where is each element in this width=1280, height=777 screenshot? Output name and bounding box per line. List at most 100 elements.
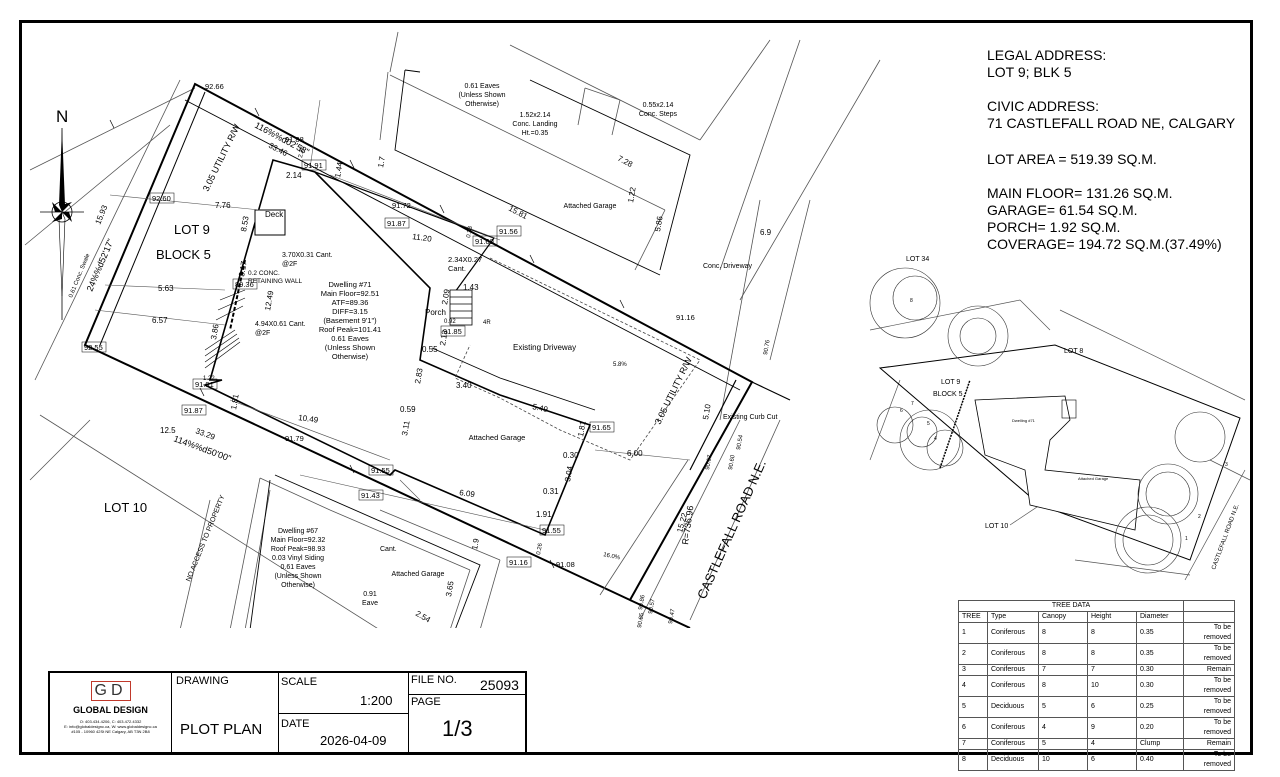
svg-text:DIFF=3.15: DIFF=3.15 (332, 307, 368, 316)
svg-text:ATF=89.36: ATF=89.36 (332, 298, 369, 307)
svg-text:91.43: 91.43 (361, 491, 380, 500)
svg-text:6: 6 (900, 408, 903, 414)
north-label: N (56, 107, 68, 126)
scale-value: 1:200 (360, 693, 393, 708)
keymap-lot8: LOT 8 (1064, 348, 1083, 355)
svg-text:0.61 Eaves: 0.61 Eaves (464, 83, 500, 90)
svg-text:15.81: 15.81 (507, 204, 529, 222)
svg-text:3: 3 (1225, 462, 1228, 468)
svg-text:91.79: 91.79 (285, 434, 304, 443)
svg-text:90.47: 90.47 (668, 608, 677, 624)
file-value: 25093 (480, 677, 519, 693)
svg-text:Conc. Landing: Conc. Landing (512, 121, 557, 128)
key-map (869, 267, 1251, 581)
page-value: 1/3 (442, 716, 473, 741)
svg-text:1.81: 1.81 (229, 393, 241, 410)
svg-text:Cant.: Cant. (448, 264, 466, 273)
svg-text:10.49: 10.49 (298, 413, 320, 425)
date-value: 2026-04-09 (320, 733, 387, 748)
svg-text:90.85: 90.85 (637, 612, 646, 628)
svg-text:(Unless Shown: (Unless Shown (458, 92, 505, 99)
deck-label: Deck (265, 210, 284, 219)
svg-text:0.55x2.14: 0.55x2.14 (643, 102, 674, 109)
road-elevation-texts: 90.67 90.76 90.86 90.85 90.57 90.47 90.5… (203, 145, 772, 628)
neighbour-garage-outline (249, 69, 691, 628)
svg-text:90.57: 90.57 (648, 598, 657, 614)
svg-text:(Basement 9'1"): (Basement 9'1") (323, 316, 377, 325)
svg-text:2.15: 2.15 (298, 145, 306, 158)
svg-text:0.55: 0.55 (422, 345, 438, 354)
drawing-value: PLOT PLAN (180, 721, 263, 738)
elevation-texts: 92.66 92.60 92.55 91.91 91.88 91.87 91.7… (81, 82, 695, 569)
garage-bottom-label: Attached Garage (392, 571, 445, 578)
svg-text:0.59: 0.59 (400, 405, 416, 414)
svg-text:(Unless Shown: (Unless Shown (274, 573, 321, 580)
svg-text:92.55: 92.55 (84, 343, 103, 352)
svg-text:Attached Garage: Attached Garage (469, 433, 526, 442)
conc-swale-label: 0.61 Conc. Swale (68, 252, 91, 298)
svg-text:2.14: 2.14 (286, 171, 302, 180)
svg-text:0.30: 0.30 (563, 451, 579, 460)
svg-text:5.10: 5.10 (701, 403, 713, 420)
svg-text:0.26: 0.26 (536, 542, 544, 555)
company-logo: GD GLOBAL DESIGN O: 403.434.4206, C: 403… (50, 681, 171, 734)
bearing-bottom-label: 114%%d50'00" (172, 433, 232, 463)
svg-text:2.13: 2.13 (438, 329, 450, 346)
svg-text:4: 4 (934, 436, 937, 442)
title-block: GD GLOBAL DESIGN O: 403.434.4206, C: 403… (48, 671, 527, 754)
utility-rw-right-label: 3.05 UTILITY R/W (653, 355, 694, 426)
lot9-label: LOT 9 (174, 222, 210, 237)
dimension-lines (94, 99, 691, 531)
svg-text:8: 8 (910, 298, 913, 304)
svg-text:91.55: 91.55 (371, 466, 390, 475)
svg-text:90.76: 90.76 (763, 339, 772, 355)
tree-data-table: TREE DATA TREE Type Canopy Height Diamet… (958, 600, 1235, 771)
svg-text:Attached Garage: Attached Garage (564, 203, 617, 210)
svg-text:91.72: 91.72 (392, 201, 411, 210)
boundary-tick-marks (109, 107, 625, 569)
keymap-lot9: LOT 9 (941, 379, 960, 386)
eaves-top-notes: 0.61 Eaves (Unless Shown Otherwise) (458, 83, 505, 108)
svg-text:5: 5 (927, 421, 930, 427)
svg-text:0.91: 0.91 (363, 591, 377, 598)
svg-text:2.34X0.27: 2.34X0.27 (448, 255, 482, 264)
svg-text:91.55: 91.55 (542, 526, 561, 535)
svg-text:Otherwise): Otherwise) (332, 352, 369, 361)
svg-text:1: 1 (1185, 536, 1188, 542)
landing-notes: 1.52x2.14 Conc. Landing Ht.=0.35 (512, 112, 557, 137)
svg-text:90.67: 90.67 (705, 454, 714, 470)
svg-text:1.44: 1.44 (333, 161, 345, 178)
svg-text:Otherwise): Otherwise) (465, 101, 499, 108)
keymap-dwelling: Dwelling #71 (1012, 418, 1036, 423)
svg-text:91.65: 91.65 (592, 423, 611, 432)
svg-text:Conc. Steps: Conc. Steps (639, 111, 678, 118)
steps-notes: 0.55x2.14 Conc. Steps (639, 102, 678, 118)
slope1-label: 5.8% (613, 362, 627, 368)
no-access-label: NO ACCESS TO PROPERTY (185, 494, 226, 583)
svg-text:1.52x2.14: 1.52x2.14 (520, 112, 551, 119)
svg-text:5.86: 5.86 (653, 215, 665, 232)
svg-text:Dwelling #67: Dwelling #67 (278, 528, 318, 535)
svg-text:4R: 4R (483, 320, 491, 326)
lot10-label: LOT 10 (104, 500, 147, 515)
slope2-label: 16.0% (603, 552, 622, 562)
cant-bottom-label: Cant. (380, 546, 397, 553)
svg-text:3.65: 3.65 (444, 580, 456, 597)
retaining-wall-notes: 0.2 CONC. RETAINING WALL (248, 270, 303, 285)
svg-text:92.66: 92.66 (205, 82, 224, 91)
main-floor-area: MAIN FLOOR= 131.26 SQ.M. (987, 185, 1173, 201)
svg-text:3.04: 3.04 (563, 465, 575, 482)
svg-text:Otherwise): Otherwise) (281, 582, 315, 589)
road-label: CASTLEFALL ROAD N.E. (694, 458, 769, 602)
svg-text:1.22: 1.22 (203, 376, 215, 382)
svg-text:RETAINING WALL: RETAINING WALL (248, 278, 303, 285)
legal-address-value: LOT 9; BLK 5 (987, 64, 1072, 80)
svg-text:2: 2 (1198, 514, 1201, 520)
svg-text:4.94X0.61 Cant.: 4.94X0.61 Cant. (255, 321, 306, 328)
svg-text:6.00: 6.00 (627, 449, 643, 458)
svg-text:91.16: 91.16 (676, 313, 695, 322)
